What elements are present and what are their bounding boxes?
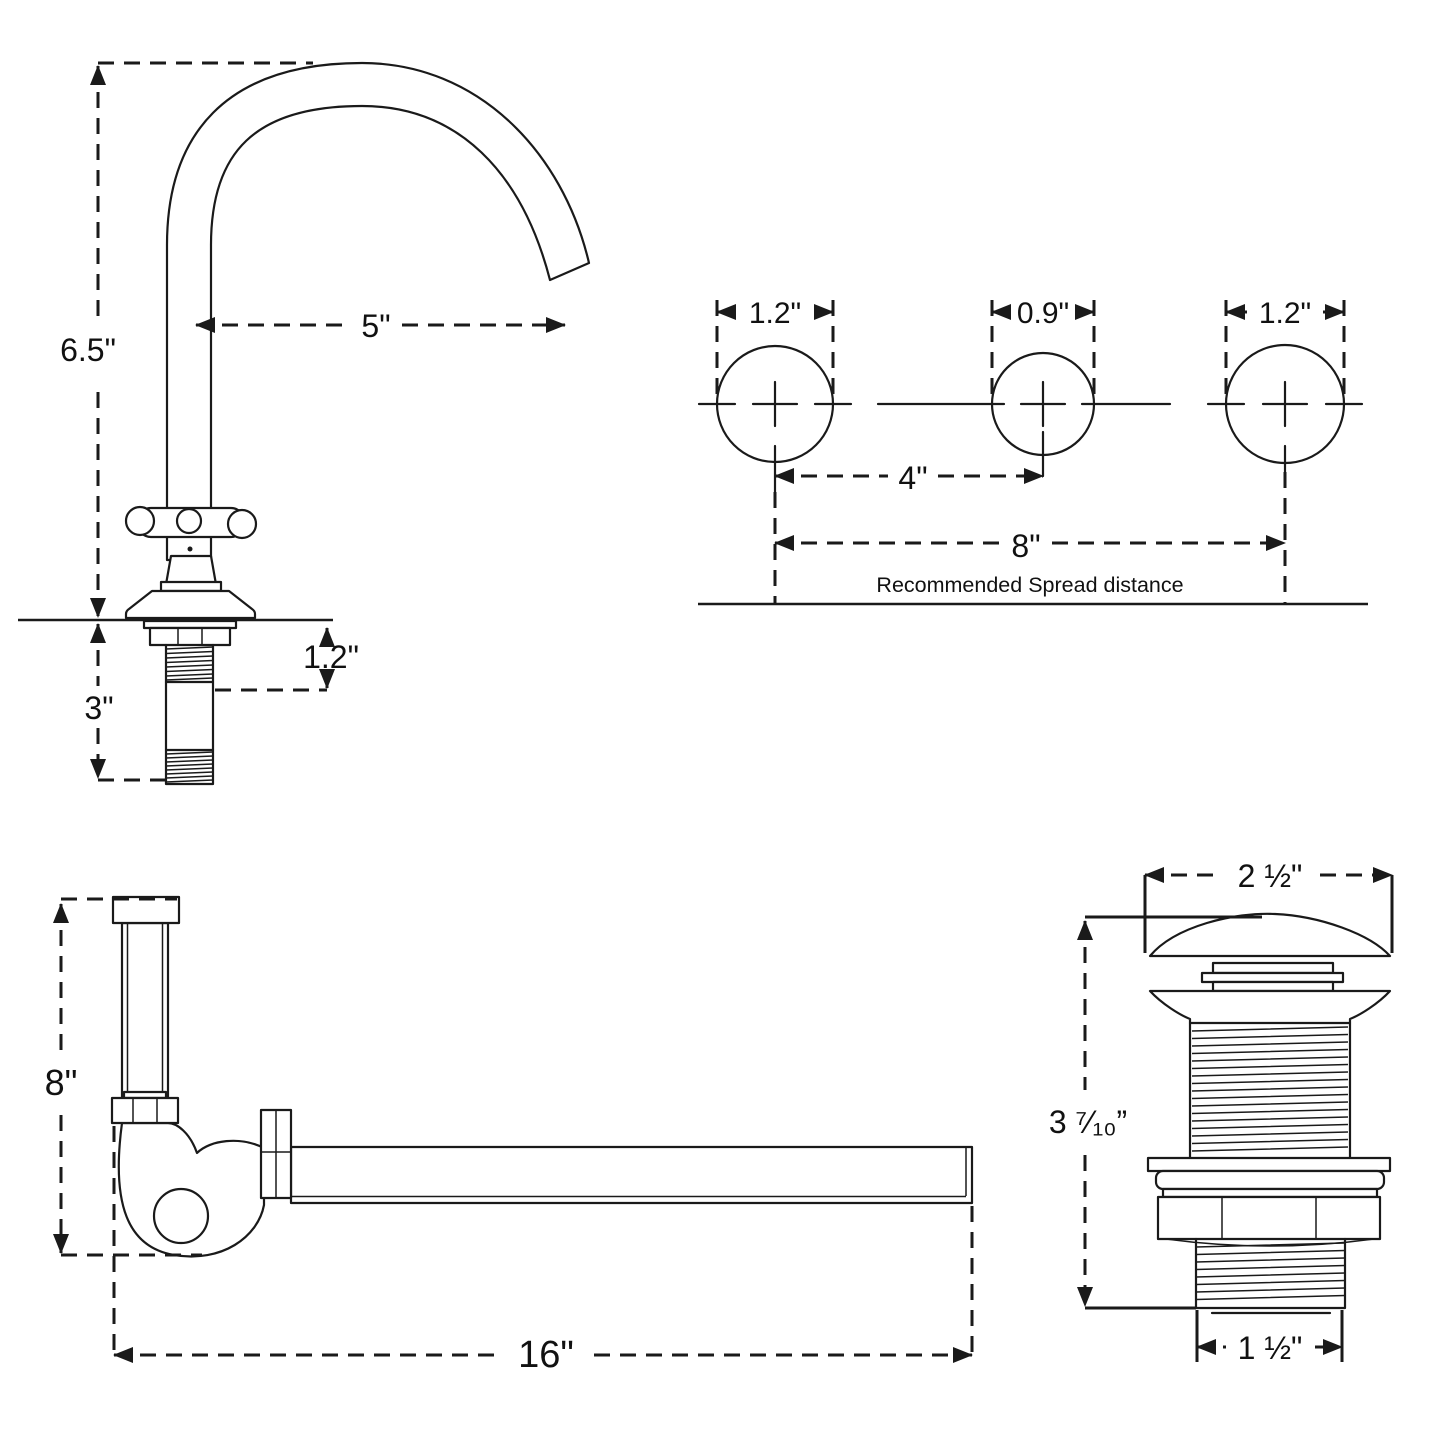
trap-bowl-inner — [152, 1187, 210, 1245]
drain-dome-cap — [1148, 912, 1392, 958]
slip-nut-facets — [132, 1098, 158, 1123]
waste-arm-inner-lines — [291, 1147, 967, 1198]
bonnet-collar — [159, 580, 223, 593]
tailpiece-flange — [111, 895, 181, 925]
drain-washer-plate — [1146, 1156, 1392, 1173]
drain-top-extensions — [1143, 875, 1394, 953]
drain-locknut-bottom-arc — [1165, 1238, 1375, 1247]
lower-thread-hatching — [165, 751, 214, 783]
slip-nut — [110, 1096, 180, 1125]
drain-diagram: 2 ½" 3 ⁷⁄₁₀” 1 ½" — [1049, 858, 1394, 1366]
drain-upper-thread-hatching — [1191, 1026, 1349, 1152]
middle-hole-crosshair — [876, 380, 1172, 428]
upper-thread-hatching — [165, 646, 214, 681]
drain-locknut — [1156, 1195, 1382, 1241]
spout-reach-label: 5" — [361, 308, 390, 344]
total-spread-label: 8" — [1011, 528, 1040, 564]
middle-hole-label: 0.9" — [1017, 297, 1069, 330]
ptrap-diagram: 8" 16" — [45, 895, 974, 1376]
center-to-center-label: 4" — [898, 460, 927, 496]
drain-upper-thread-edges — [1188, 1021, 1352, 1160]
escutcheon — [124, 589, 257, 620]
ptrap-length-extensions — [112, 1126, 974, 1355]
drain-washer-lower — [1161, 1187, 1379, 1199]
drain-bottom-width-label: 1 ½" — [1238, 1330, 1303, 1366]
faucet-diagram: 6.5" 5" 1.2" 3" — [18, 61, 591, 786]
left-diameter-extensions — [715, 300, 835, 402]
union-nut-facets — [261, 1110, 291, 1198]
handle-set-screw — [187, 546, 193, 552]
ptrap-height-label: 8" — [45, 1062, 78, 1103]
handle-right-bulb — [226, 508, 258, 540]
handle-left-bulb — [124, 505, 156, 537]
right-diameter-extensions — [1224, 300, 1346, 402]
spread-diagram: 1.2" 0.9" 1.2" 4" 8" Recommended Spread … — [697, 297, 1368, 606]
drain-lower-thread-hatching — [1195, 1242, 1346, 1301]
tailpiece-pipe — [120, 921, 170, 1100]
faucet-height-label: 6.5" — [60, 332, 116, 368]
left-hole-label: 1.2" — [749, 297, 801, 330]
spread-caption: Recommended Spread distance — [876, 573, 1183, 597]
tailpiece-walls — [126, 923, 164, 1092]
handle-hub — [175, 507, 203, 535]
lower-thread-edges — [164, 748, 215, 786]
left-hole-crosshair — [697, 380, 853, 428]
drain-stem-rim-1 — [1211, 961, 1335, 975]
drain-top-width-label: 2 ½" — [1238, 858, 1303, 894]
waste-arm-pipe — [289, 1145, 974, 1205]
drain-locknut-facets — [1221, 1197, 1317, 1239]
drain-stem-rim-2 — [1200, 971, 1345, 984]
right-hole-label: 1.2" — [1259, 297, 1311, 330]
middle-diameter-extensions — [990, 300, 1096, 400]
drain-gasket — [1154, 1169, 1386, 1191]
drain-stem-rim-3 — [1211, 980, 1335, 993]
shank-smooth-section — [164, 680, 215, 752]
drain-height-label: 3 ⁷⁄₁₀” — [1049, 1104, 1127, 1140]
deck-thickness-label: 1.2" — [303, 639, 359, 675]
right-hole-crosshair — [1206, 380, 1364, 428]
shank-length-label: 3" — [84, 690, 113, 726]
drain-flange — [1148, 989, 1392, 1025]
shank-locknut — [148, 626, 232, 647]
ptrap-length-label: 16" — [518, 1334, 574, 1376]
locknut-facets — [177, 628, 203, 645]
